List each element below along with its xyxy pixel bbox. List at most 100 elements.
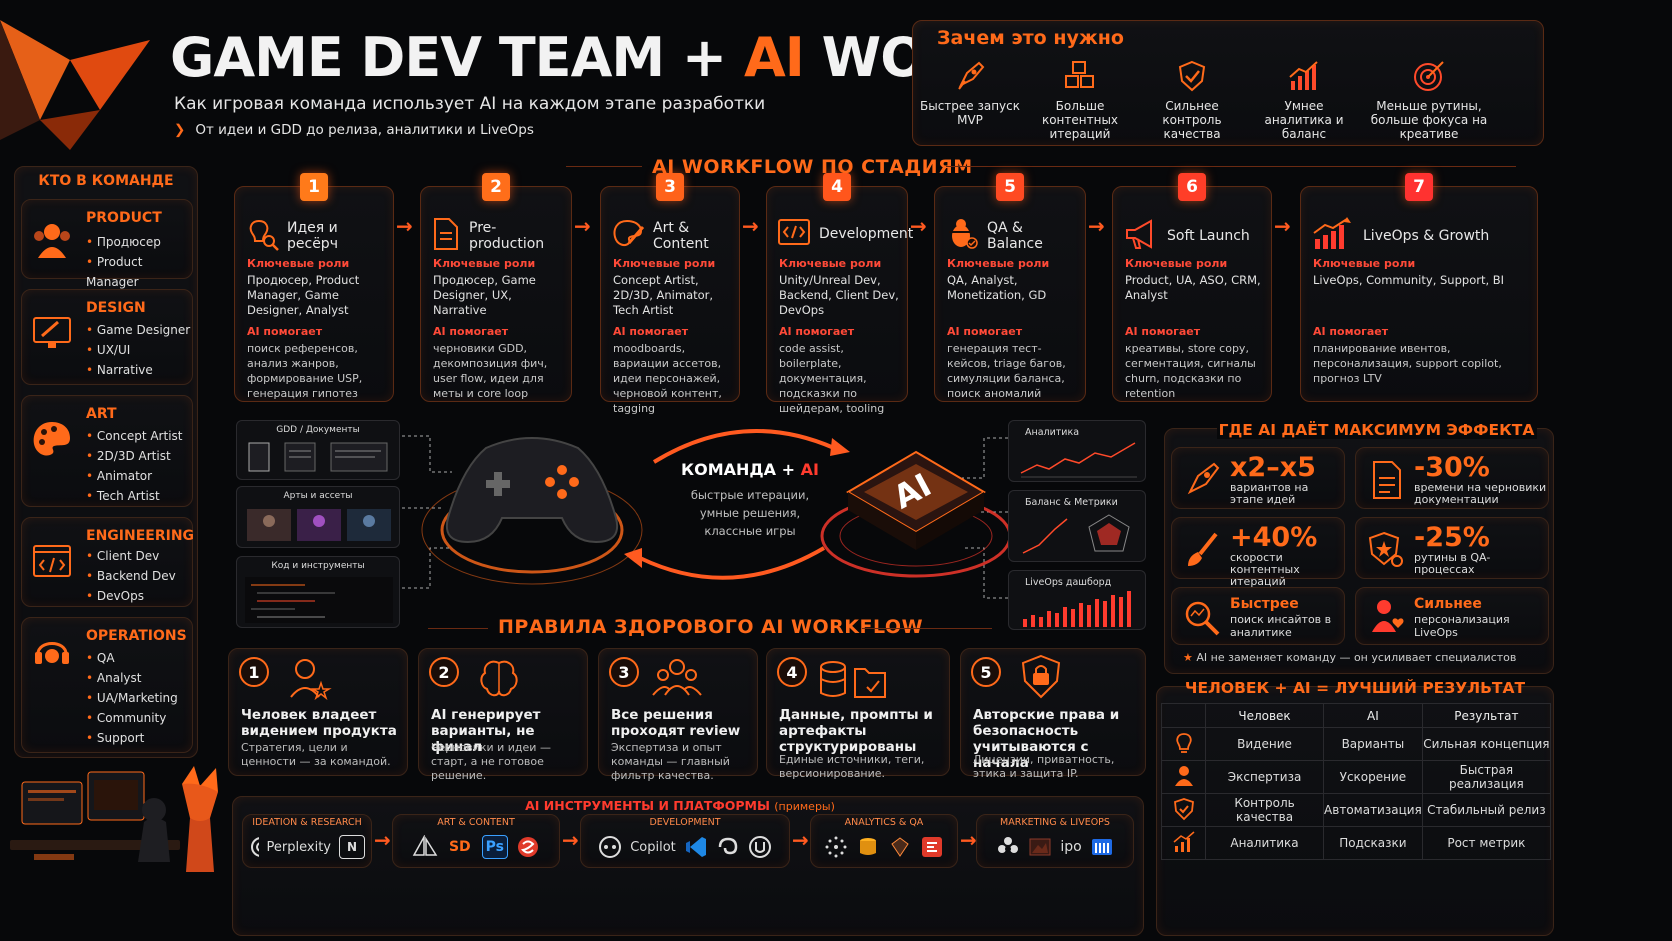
- target-icon: [1414, 61, 1444, 91]
- stage-arrow: →: [1274, 214, 1291, 238]
- why-title: Зачем это нужно: [937, 27, 1124, 49]
- stages-title: AI WORKFLOW ПО СТАДИЯМ: [652, 156, 973, 178]
- subtitle: Как игровая команда использует AI на каж…: [174, 94, 766, 114]
- left-card-code: Код и инструменты: [236, 556, 400, 628]
- stage-roles-label: Ключевые роли: [613, 257, 716, 270]
- person-icon: [1174, 765, 1193, 786]
- stage-number: 1: [300, 173, 328, 201]
- stage-title: LiveOps & Growth: [1363, 228, 1490, 244]
- document-icon: [434, 218, 458, 250]
- database-folder-icon: [820, 661, 886, 698]
- team-group-product: PRODUCT Продюсер Product Manager: [21, 199, 193, 289]
- stage-helps: code assist, boilerplate, документация, …: [779, 342, 885, 415]
- sailboat-icon: [412, 835, 438, 856]
- why-item-content: Больше контентных итераций: [1025, 59, 1135, 141]
- stage-roles: Concept Artist, 2D/3D, Animator, Tech Ar…: [613, 273, 714, 317]
- document-icon: [1373, 461, 1401, 499]
- bar-chart-icon: [1023, 591, 1131, 627]
- rules-title: ПРАВИЛА ЗДОРОВОГО AI WORKFLOW: [498, 616, 924, 638]
- bars-icon: [1091, 839, 1112, 855]
- sparkle-dots-icon: [825, 836, 847, 858]
- rocket-icon: [1187, 462, 1220, 495]
- stage-helps: поиск референсов, анализ жанров, формиро…: [247, 342, 363, 400]
- why-item-analytics: Умнее аналитика и баланс: [1249, 59, 1359, 141]
- stage-roles-label: Ключевые роли: [779, 257, 882, 270]
- radar-chart-icon: [1022, 514, 1130, 554]
- stage-title: Идея и ресёрч: [287, 220, 338, 252]
- stage-roles-label: Ключевые роли: [247, 257, 350, 270]
- tool-group-ideation: IDEATION & RESEARCH Perplexity N: [242, 814, 372, 868]
- people-icon: [34, 224, 70, 258]
- effect-liveops: Сильнее персонализация LiveOps: [1355, 587, 1549, 645]
- rule-5: 5 Авторские права и безопасность учитыва…: [960, 648, 1146, 780]
- palette-brush-icon: [613, 219, 645, 246]
- effect-docs: -30% времени на черновики документации: [1355, 447, 1549, 509]
- monitor-pen-icon: [33, 317, 71, 348]
- headset-icon: [35, 642, 69, 664]
- lightbulb-search-icon: [249, 219, 279, 251]
- stage-helps: планирование ивентов, персонализация, su…: [1313, 342, 1502, 385]
- stage-title: Soft Launch: [1167, 228, 1250, 244]
- result-title: ЧЕЛОВЕК + AI = ЛУЧШИЙ РЕЗУЛЬТАТ: [1184, 679, 1526, 697]
- stage-helps: генерация тест-кейсов, triage багов, сим…: [947, 342, 1066, 400]
- effect-analytics: Быстрее поиск инсайтов в аналитике: [1171, 587, 1345, 645]
- why-item-focus: Меньше рутины, больше фокуса на креативе: [1369, 59, 1489, 141]
- left-card-gdd: GDD / Документы: [236, 420, 400, 480]
- tool-group-marketing: MARKETING & LIVEOPS ipo: [976, 814, 1134, 868]
- stage-number: 2: [482, 173, 510, 201]
- gem-icon: [891, 837, 909, 857]
- result-header: Результат: [1421, 703, 1552, 728]
- brain-icon: [480, 660, 518, 697]
- stage-number: 4: [823, 173, 851, 201]
- stage-number: 5: [996, 173, 1024, 201]
- effect-content: +40% скорости контентных итераций: [1171, 517, 1345, 588]
- spiral-icon: [518, 837, 539, 857]
- team-title: КТО В КОМАНДЕ: [38, 173, 174, 189]
- growth-chart-icon: [1313, 217, 1351, 249]
- swirl-icon: [718, 837, 738, 855]
- stage-helps-label: AI помогает: [1125, 325, 1201, 338]
- stage-helps-label: AI помогает: [247, 325, 323, 338]
- shield-star-icon: [1368, 531, 1403, 567]
- stage-helps-label: AI помогает: [947, 325, 1023, 338]
- rule-3: 3 Все решения проходят review Экспертиза…: [598, 648, 758, 782]
- stage-arrow: →: [910, 214, 927, 238]
- stage-title: Development: [819, 226, 914, 242]
- person-heart-icon: [1372, 600, 1404, 632]
- effects-panel: ГДЕ AI ДАЁТ МАКСИМУМ ЭФФЕКТА x2–x5 вариа…: [1164, 421, 1554, 674]
- why-item-mvp: Быстрее запуск MVP: [915, 59, 1025, 127]
- photo-icon: [1029, 838, 1051, 856]
- flower-icon: [998, 837, 1019, 853]
- why-panel: Зачем это нужно Быстрее запуск MVP Больш…: [912, 20, 1544, 146]
- center-caption: быстрые итерации, умные решения, классны…: [690, 488, 810, 538]
- stage-number: 6: [1178, 173, 1206, 201]
- stage-title: QA & Balance: [987, 220, 1043, 252]
- stage-helps-label: AI помогает: [433, 325, 509, 338]
- tool-group-analytics: ANALYTICS & QA: [810, 814, 958, 868]
- code-lines-icon: [245, 577, 393, 623]
- fox-logo-icon: [0, 20, 150, 150]
- stage-number: 3: [656, 173, 684, 201]
- stage-helps-label: AI помогает: [613, 325, 689, 338]
- stage-helps-label: AI помогает: [779, 325, 855, 338]
- right-card-analytics: Аналитика: [1008, 420, 1146, 482]
- stage-helps: креативы, store copy, сегментация, сигна…: [1125, 342, 1256, 400]
- unreal-icon: [748, 836, 771, 858]
- center-title: КОМАНДА + AI: [681, 460, 819, 479]
- team-group-engineering: ENGINEERING Client Dev Backend Dev DevOp…: [21, 517, 194, 607]
- team-review-icon: [652, 659, 702, 696]
- stage-roles-label: Ключевые роли: [1313, 257, 1416, 270]
- stage-roles: QA, Analyst, Monetization, GD: [947, 273, 1047, 302]
- art-thumbnails-icon: [247, 509, 391, 541]
- person-star-icon: [290, 659, 332, 701]
- chart-icon: [1173, 830, 1194, 852]
- shield-check-icon: [1173, 797, 1194, 820]
- workstation-illustration-icon: [10, 766, 218, 872]
